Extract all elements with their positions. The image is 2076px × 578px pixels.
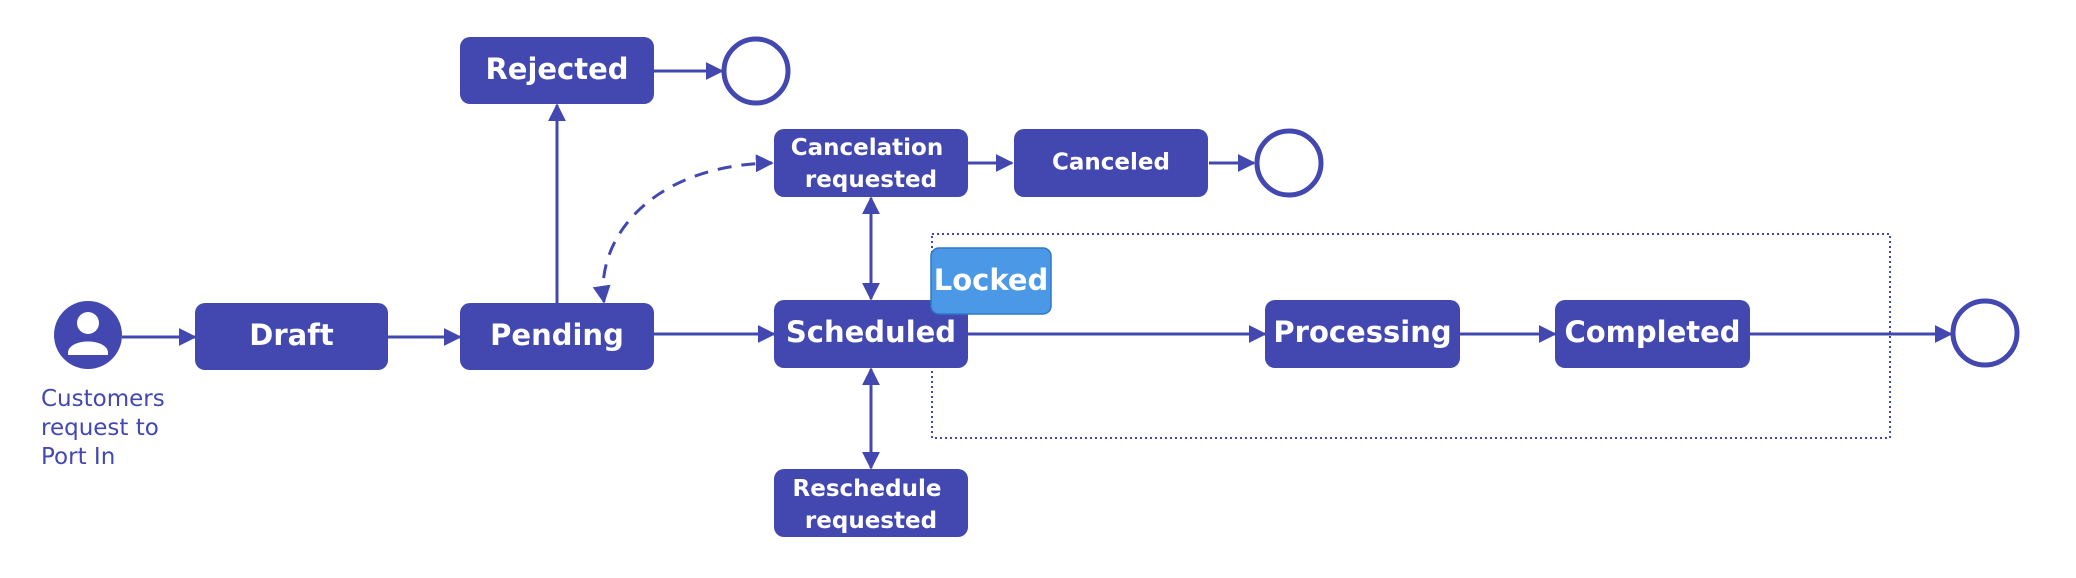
state-processing: Processing (1265, 300, 1460, 368)
state-canceled-label: Canceled (1052, 150, 1170, 176)
end-state-circle-icon (1950, 298, 2020, 368)
state-reschedule-requested-label: Reschedule requested (793, 476, 950, 534)
state-pending: Pending (460, 303, 654, 370)
actor-caption-line-1: Customers (41, 386, 165, 412)
actor-caption: Customers request to Port In (41, 386, 172, 470)
locked-badge-label: Locked (934, 263, 1049, 297)
state-scheduled-label: Scheduled (786, 315, 956, 349)
cancelation-label-line-2: requested (805, 167, 937, 193)
state-cancelation-requested: Cancelation requested (774, 129, 968, 197)
edge-pending-cancelation-dashed (592, 154, 774, 304)
reschedule-label-line-1: Reschedule (793, 476, 942, 502)
state-completed: Completed (1555, 300, 1750, 368)
cancelation-label-line-1: Cancelation (791, 135, 943, 161)
state-pending-label: Pending (490, 318, 624, 352)
state-draft: Draft (195, 303, 388, 370)
state-canceled: Canceled (1014, 129, 1208, 197)
end-state-circle-icon (1254, 128, 1324, 198)
state-rejected-label: Rejected (485, 52, 628, 86)
state-rejected: Rejected (460, 37, 654, 104)
actor-caption-line-2: request to (41, 415, 159, 441)
reschedule-label-line-2: requested (805, 508, 937, 534)
state-cancelation-requested-label: Cancelation requested (791, 135, 951, 193)
state-completed-label: Completed (1564, 315, 1740, 349)
state-draft-label: Draft (249, 318, 334, 352)
locked-badge: Locked (930, 247, 1052, 315)
actor-caption-line-3: Port In (41, 444, 115, 470)
state-processing-label: Processing (1273, 315, 1451, 349)
end-state-circle-icon (721, 36, 791, 106)
state-reschedule-requested: Reschedule requested (774, 469, 968, 537)
user-avatar-icon (54, 301, 122, 369)
state-scheduled: Scheduled (774, 300, 968, 368)
connectors (122, 62, 1953, 470)
